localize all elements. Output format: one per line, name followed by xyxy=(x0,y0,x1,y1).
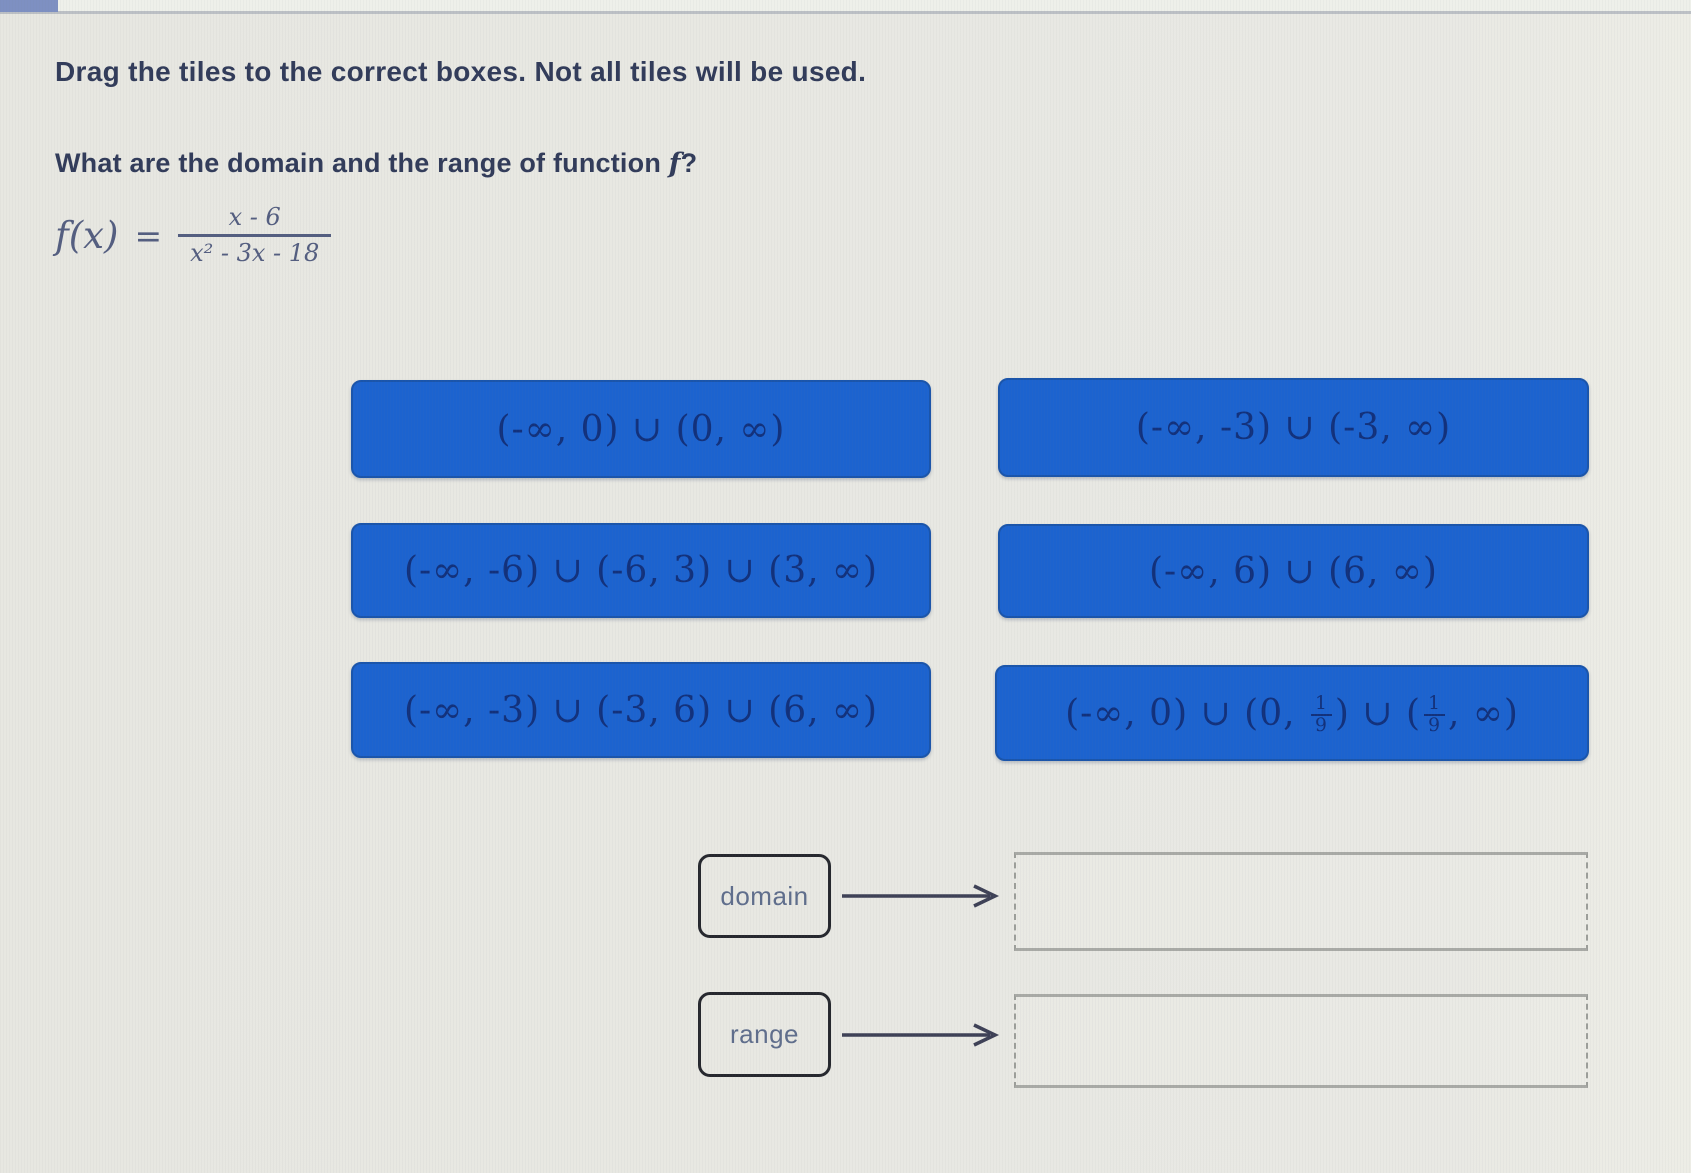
question-text: What are the domain and the range of fun… xyxy=(55,148,1155,179)
domain-label: domain xyxy=(698,854,831,938)
range-arrow-icon xyxy=(840,1022,1004,1053)
tile-interval-excluding-neg3-and-6[interactable]: (-∞, -3) ∪ (-3, 6) ∪ (6, ∞) xyxy=(351,662,931,758)
tile-interval-excluding-6[interactable]: (-∞, 6) ∪ (6, ∞) xyxy=(998,524,1589,618)
tile-interval-excluding-0[interactable]: (-∞, 0) ∪ (0, ∞) xyxy=(351,380,931,478)
function-definition: f(x) = x - 6 x² - 3x - 18 xyxy=(55,203,332,268)
function-fraction: x - 6 x² - 3x - 18 xyxy=(178,203,332,268)
domain-arrow-icon xyxy=(840,883,1004,914)
equals-sign: = xyxy=(134,216,163,256)
fraction-numerator: x - 6 xyxy=(228,203,281,231)
domain-drop-box[interactable] xyxy=(1014,852,1588,951)
function-lhs: f(x) xyxy=(55,214,119,258)
fraction-denominator: x² - 3x - 18 xyxy=(178,233,332,268)
tile6-segment-1: (-∞, 0) ∪ (0, xyxy=(1065,692,1309,734)
range-label: range xyxy=(698,992,831,1077)
question-prefix: What are the domain and the range of fun… xyxy=(55,148,669,178)
question-function-symbol: f xyxy=(668,148,681,179)
tile-interval-excluding-neg3[interactable]: (-∞, -3) ∪ (-3, ∞) xyxy=(998,378,1589,477)
tile6-segment-3: , ∞) xyxy=(1447,692,1519,734)
top-band xyxy=(0,0,1691,11)
question-suffix: ? xyxy=(680,148,698,178)
tile-interval-excluding-neg6-and-3[interactable]: (-∞, -6) ∪ (-6, 3) ∪ (3, ∞) xyxy=(351,523,931,618)
corner-ui-fragment xyxy=(0,0,58,12)
top-divider-line xyxy=(0,11,1691,14)
range-drop-box[interactable] xyxy=(1014,994,1588,1088)
instruction-text: Drag the tiles to the correct boxes. Not… xyxy=(55,56,867,87)
tile6-segment-2: ) ∪ ( xyxy=(1334,692,1422,734)
